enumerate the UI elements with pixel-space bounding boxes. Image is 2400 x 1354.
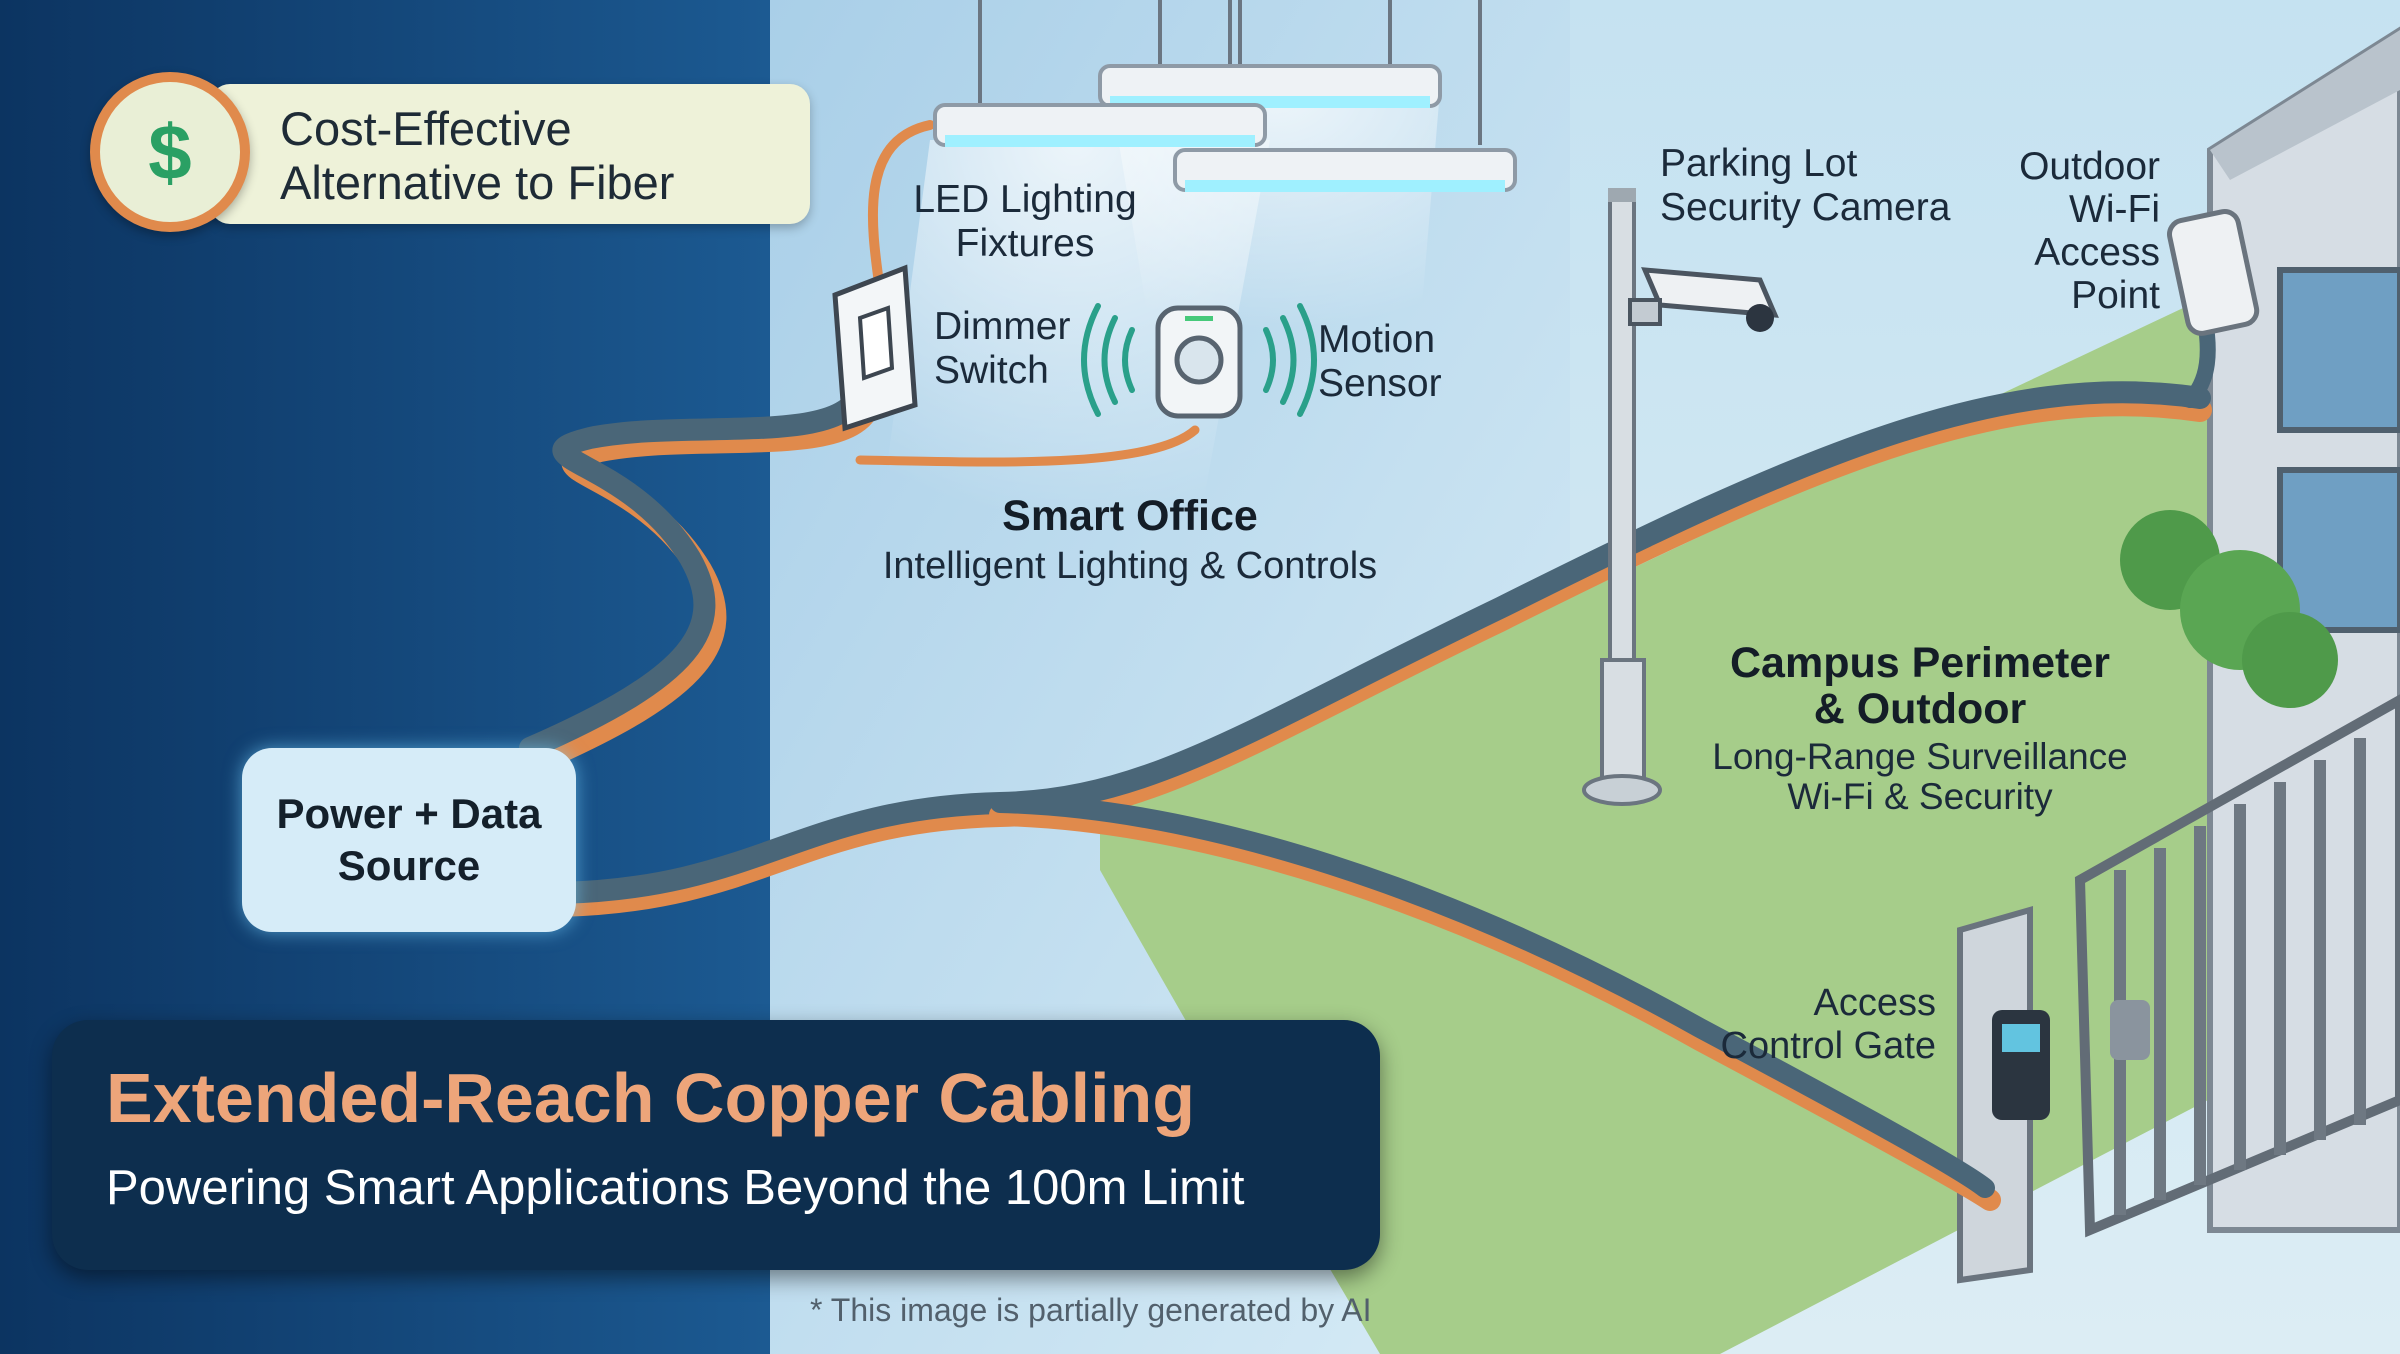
source-line1: Power + Data (276, 789, 542, 837)
title-panel: Extended-Reach Copper Cabling Powering S… (52, 1020, 1380, 1270)
label-wifi-line4: Point (2071, 273, 2160, 317)
cost-badge-line2: Alternative to Fiber (280, 156, 675, 210)
zone-office-subtitle: Intelligent Lighting & Controls (882, 544, 1378, 587)
zone-campus-title1: Campus Perimeter (1730, 639, 2110, 687)
zone-campus-subtitle1: Long-Range Surveillance (1712, 735, 2128, 777)
main-title: Extended-Reach Copper Cabling (106, 1059, 1196, 1137)
label-motion-sensor: Motion Sensor (1318, 318, 1442, 406)
label-led-lighting: LED Lighting Fixtures (900, 178, 1150, 266)
cost-badge-line1: Cost-Effective (280, 102, 572, 155)
zone-office-title: Smart Office (1002, 492, 1258, 540)
label-wifi-line3: Access (2034, 230, 2160, 274)
cost-badge-text: Cost-Effective Alternative to Fiber (280, 102, 674, 210)
label-access-gate: Access Control Gate (1660, 982, 1936, 1068)
label-wifi-access-point: Outdoor Wi-Fi Access Point (1950, 145, 2160, 318)
subtitle: Powering Smart Applications Beyond the 1… (106, 1161, 1245, 1215)
zone-campus-subtitle2: Wi-Fi & Security (1787, 775, 2053, 817)
label-camera-line2: Security Camera (1660, 186, 1951, 230)
zone-smart-office: Smart Office Intelligent Lighting & Cont… (830, 492, 1430, 588)
cost-badge-pill (210, 84, 810, 224)
label-gate-line1: Access (1813, 982, 1936, 1024)
label-dimmer-switch: Dimmer Switch (934, 305, 1070, 393)
label-dimmer-line1: Dimmer (934, 305, 1071, 348)
label-wifi-line1: Outdoor (2019, 145, 2160, 188)
label-camera-line1: Parking Lot (1660, 142, 1858, 185)
ai-footnote: * This image is partially generated by A… (810, 1292, 1372, 1328)
source-line2: Source (337, 842, 481, 889)
lawn (1100, 300, 2400, 1354)
zone-campus-title2: & Outdoor (1813, 685, 2027, 734)
dollar-icon: $ (90, 72, 250, 232)
label-parking-camera: Parking Lot Security Camera (1660, 142, 1950, 230)
label-led-line2: Fixtures (955, 222, 1095, 266)
label-led-line1: LED Lighting (913, 178, 1137, 221)
label-wifi-line2: Wi-Fi (2069, 187, 2160, 231)
label-motion-line1: Motion (1318, 318, 1436, 361)
cost-badge: $ Cost-Effective Alternative to Fiber (90, 72, 810, 232)
label-motion-line2: Sensor (1318, 362, 1442, 406)
label-dimmer-line2: Switch (934, 349, 1049, 393)
dollar-symbol: $ (148, 107, 192, 196)
zone-campus-perimeter: Campus Perimeter & Outdoor Long-Range Su… (1660, 640, 2180, 817)
label-gate-line2: Control Gate (1720, 1024, 1936, 1067)
power-data-source: Power + Data Source (242, 748, 576, 932)
